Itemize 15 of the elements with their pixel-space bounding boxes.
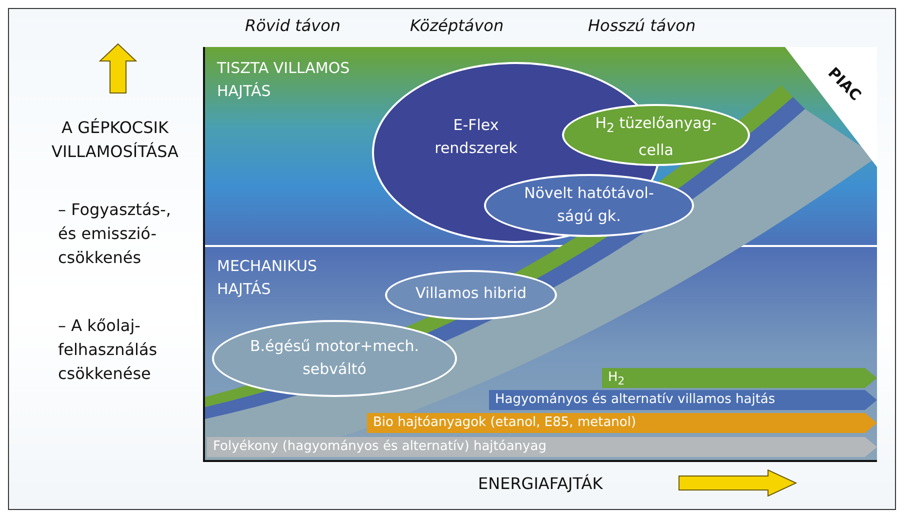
axis-title: A GÉPKOCSIK VILLAMOSÍTÁSA <box>50 117 180 163</box>
column-heading: Rövid távon <box>245 15 341 37</box>
fuel-bar: H$_{2}$ <box>602 368 877 388</box>
band-title: TISZTA VILLAMOS HAJTÁS <box>217 58 351 102</box>
fuel-bar: Bio hajtóanyagok (etanol, E85, metanol) <box>367 413 877 433</box>
fuel-bar: Hagyományos és alternatív villamos hajtás <box>489 390 877 410</box>
column-heading: Középtávon <box>410 15 504 37</box>
note-text: – A kőolaj- felhasználás csökkenése <box>58 315 158 385</box>
oval-bubble: Villamos hibrid <box>385 270 557 320</box>
axis-title: ENERGIAFAJTÁK <box>478 473 603 495</box>
column-heading: Hosszú távon <box>588 15 696 37</box>
band-title: MECHANIKUS HAJTÁS <box>217 256 318 300</box>
fuel-bar: Folyékony (hagyományos és alternatív) hajtóanyag <box>207 437 877 457</box>
arrow-head <box>785 47 877 167</box>
note-text: – Fogyasztás-, és emisszió- csökkenés <box>58 199 172 269</box>
